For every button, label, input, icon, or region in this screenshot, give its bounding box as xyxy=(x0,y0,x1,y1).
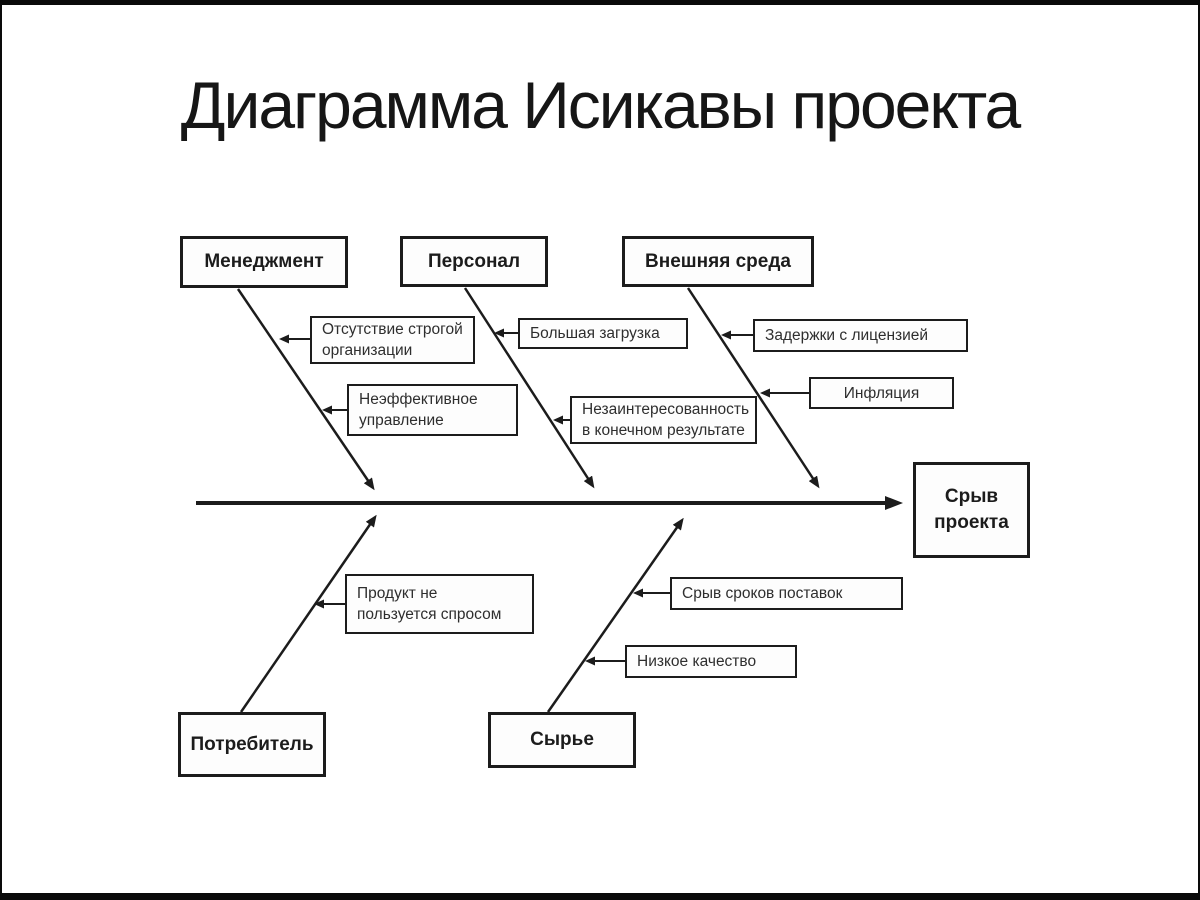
cause-label-strict-organization: Отсутствие строгой организации xyxy=(322,321,463,359)
effect-label: Срыв проекта xyxy=(934,486,1009,533)
cause-box-no-demand: Продукт не пользуется спросом xyxy=(345,574,534,634)
cause-box-no-interest: Незаинтересованность в конечном результа… xyxy=(570,396,757,444)
page-title: Диаграмма Исикавы проекта xyxy=(180,68,1021,142)
cause-label-no-interest: Незаинтересованность в конечном результа… xyxy=(582,401,750,439)
cause-label-license-delays: Задержки с лицензией xyxy=(765,327,929,344)
category-label-environment: Внешняя среда xyxy=(645,250,791,272)
category-box-environment: Внешняя среда xyxy=(622,236,814,287)
cause-label-delivery-delays: Срыв сроков поставок xyxy=(682,585,843,602)
category-box-consumer: Потребитель xyxy=(178,712,326,777)
branch-line-environment xyxy=(686,287,820,489)
cause-label-no-demand: Продукт не пользуется спросом xyxy=(357,585,502,623)
category-label-raw-materials: Сырье xyxy=(530,729,594,750)
branch-line-raw-materials xyxy=(546,517,684,713)
cause-label-ineffective-management: Неэффективное управление xyxy=(359,391,478,429)
cause-label-heavy-workload: Большая загрузка xyxy=(530,325,660,342)
cause-box-delivery-delays: Срыв сроков поставок xyxy=(670,577,903,610)
cause-box-strict-organization: Отсутствие строгой организации xyxy=(310,316,475,364)
cause-box-inflation: Инфляция xyxy=(809,377,954,409)
category-box-personnel: Персонал xyxy=(400,236,548,287)
category-label-management: Менеджмент xyxy=(204,251,324,272)
category-label-consumer: Потребитель xyxy=(190,733,314,755)
category-box-management: Менеджмент xyxy=(180,236,348,288)
effect-box: Срыв проекта xyxy=(913,462,1030,558)
cause-box-license-delays: Задержки с лицензией xyxy=(753,319,968,352)
cause-label-inflation: Инфляция xyxy=(843,384,920,402)
cause-box-ineffective-management: Неэффективное управление xyxy=(347,384,518,436)
cause-box-heavy-workload: Большая загрузка xyxy=(518,318,688,349)
category-label-personnel: Персонал xyxy=(427,250,521,272)
category-box-raw-materials: Сырье xyxy=(488,712,636,768)
cause-box-low-quality: Низкое качество xyxy=(625,645,797,678)
cause-label-low-quality: Низкое качество xyxy=(637,653,757,670)
